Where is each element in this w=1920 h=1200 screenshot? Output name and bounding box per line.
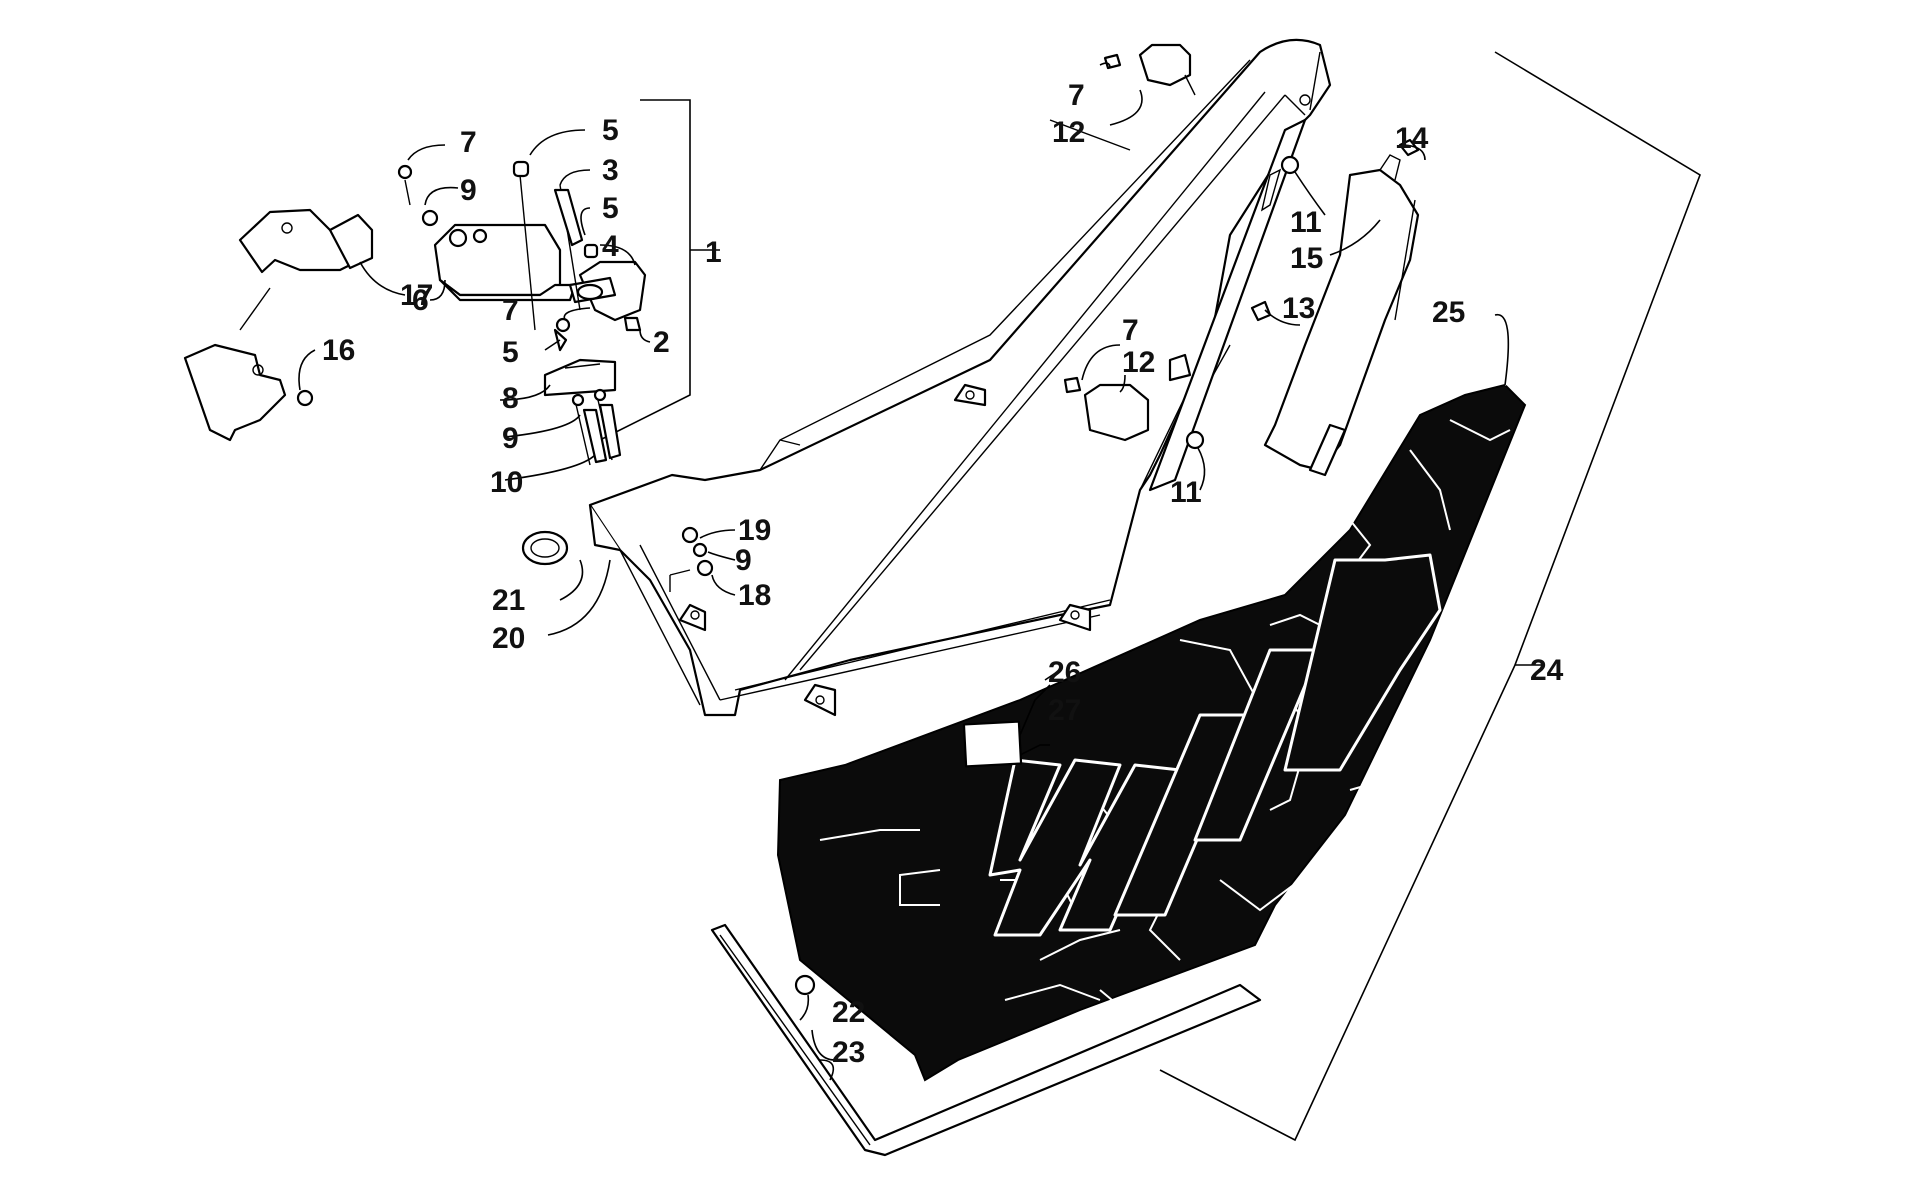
callout-9: 9	[502, 422, 519, 455]
callout-11: 11	[1170, 476, 1202, 509]
callout-2: 2	[653, 326, 670, 359]
callout-9: 9	[735, 544, 752, 577]
callout-8: 8	[502, 382, 519, 415]
callout-14: 14	[1395, 122, 1429, 155]
nut-lower	[1185, 430, 1205, 450]
striker-bracket	[238, 208, 374, 274]
callouts: 1 2 3 4 5 5 5 6 7 7 7 7 8 9 9 9 10 11 11…	[322, 79, 1564, 1069]
latch-assembly	[397, 160, 647, 466]
frame-hardware	[669, 526, 714, 592]
callout-26: 26	[1048, 656, 1081, 689]
callout-12: 12	[1122, 346, 1155, 379]
panel-trim	[710, 923, 1262, 1157]
callout-22: 22	[832, 996, 865, 1029]
door-hinge	[1250, 138, 1420, 477]
upper-hinge-plate	[1103, 43, 1196, 96]
callout-7: 7	[1068, 79, 1085, 112]
bracket-item-1	[599, 99, 720, 441]
callout-9: 9	[460, 174, 477, 207]
panel-clip	[794, 974, 816, 996]
callout-6: 6	[412, 284, 429, 317]
callout-25: 25	[1432, 296, 1465, 329]
callout-24: 24	[1530, 654, 1564, 687]
callout-13: 13	[1282, 292, 1315, 325]
callout-4: 4	[602, 230, 619, 263]
callout-1: 1	[705, 236, 722, 269]
callout-11: 11	[1290, 206, 1322, 239]
callout-16: 16	[322, 334, 355, 367]
callout-18: 18	[738, 579, 771, 612]
mount-bracket	[183, 287, 314, 442]
door-panel	[776, 369, 1527, 1082]
door-frame	[588, 38, 1332, 717]
lower-hinge-plate	[1063, 376, 1150, 442]
bracket-item-24	[1159, 51, 1701, 1142]
callout-17: 17	[400, 279, 433, 312]
callout-20: 20	[492, 622, 525, 655]
callout-12: 12	[1052, 116, 1085, 149]
end-plug	[521, 530, 569, 566]
callout-5: 5	[602, 114, 619, 147]
callout-15: 15	[1290, 242, 1323, 275]
callout-7: 7	[502, 294, 519, 327]
nut-upper	[1280, 155, 1300, 175]
callout-19: 19	[738, 514, 771, 547]
callout-7: 7	[1122, 314, 1139, 347]
callout-5: 5	[602, 192, 619, 225]
callout-23: 23	[832, 1036, 865, 1069]
callout-10: 10	[490, 466, 523, 499]
callout-3: 3	[602, 154, 619, 187]
callout-21: 21	[492, 584, 525, 617]
decal	[962, 720, 1023, 768]
callout-5: 5	[502, 336, 519, 369]
callout-27: 27	[1048, 694, 1081, 727]
callout-7: 7	[460, 126, 477, 159]
leader-lines	[298, 62, 1510, 1081]
